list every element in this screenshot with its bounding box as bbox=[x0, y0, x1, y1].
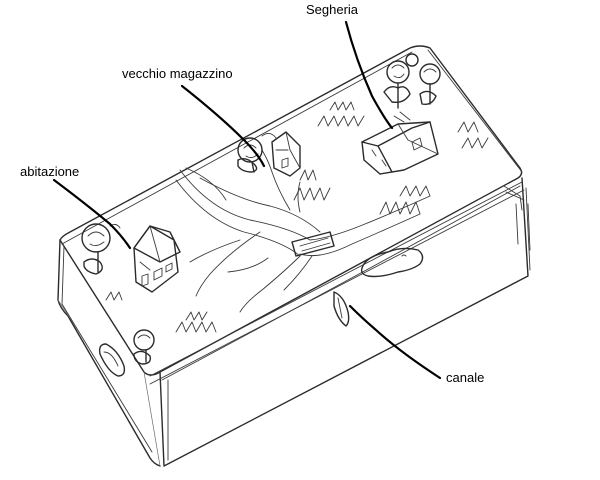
label-segheria: Segheria bbox=[306, 2, 359, 17]
label-vecchio-magazzino: vecchio magazzino bbox=[122, 66, 233, 81]
grass-hatches bbox=[105, 101, 489, 333]
sawmill-trees bbox=[383, 53, 441, 109]
leader-vecchio-magazzino bbox=[180, 84, 266, 168]
label-abitazione: abitazione bbox=[20, 164, 79, 179]
dwelling bbox=[81, 223, 181, 293]
front-tree bbox=[133, 329, 155, 365]
leader-canale bbox=[348, 304, 442, 380]
sawmill-building bbox=[361, 111, 439, 175]
box-outline bbox=[57, 45, 531, 467]
old-warehouse bbox=[237, 131, 301, 177]
leader-segheria bbox=[344, 20, 394, 130]
leader-abitazione bbox=[52, 178, 132, 250]
pond bbox=[360, 247, 424, 278]
label-canale: canale bbox=[446, 370, 484, 385]
river-channel bbox=[175, 149, 431, 327]
